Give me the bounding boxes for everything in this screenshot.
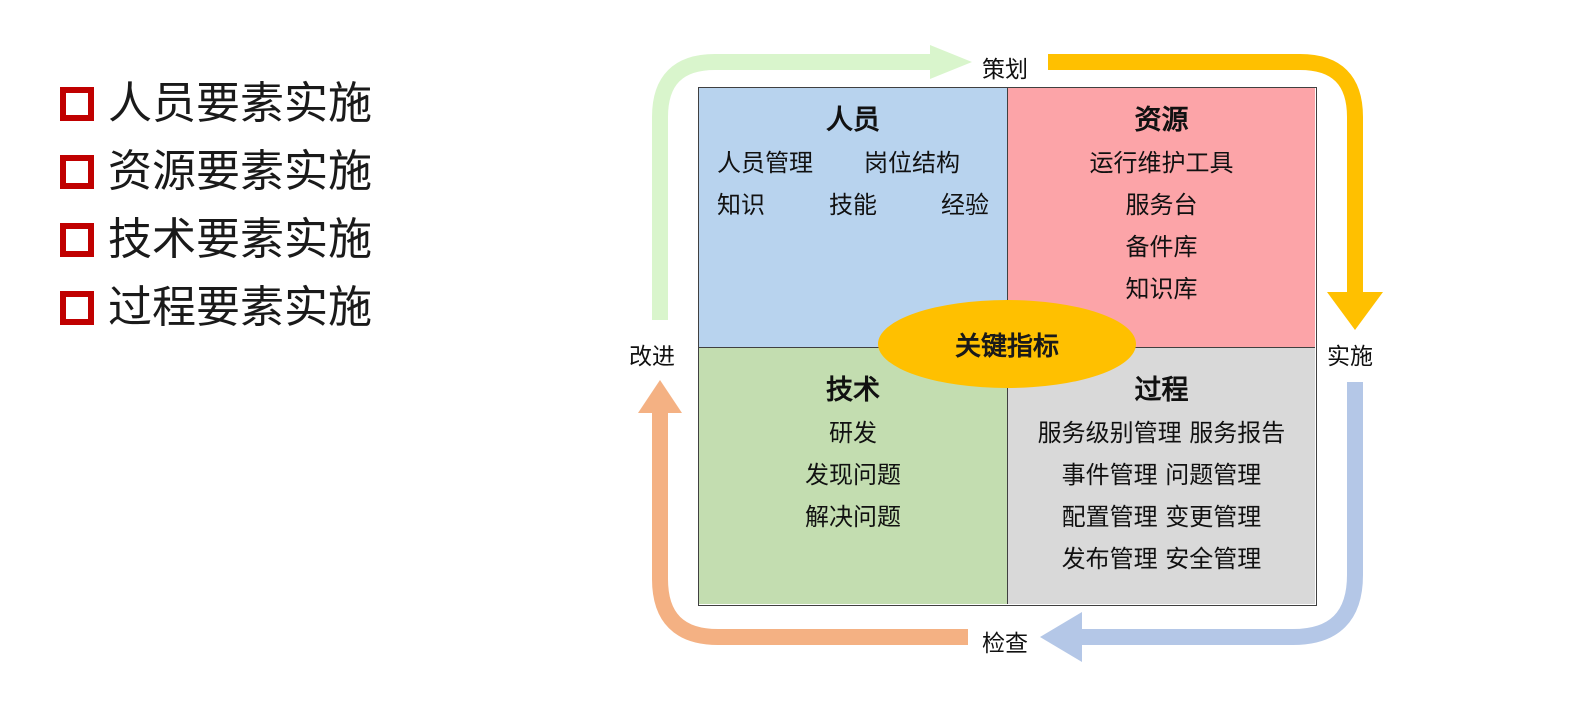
quadrant-title: 资源 bbox=[1134, 105, 1189, 136]
do-arrow-head bbox=[1040, 612, 1082, 662]
bullet-item: 资源要素实施 bbox=[60, 138, 372, 206]
bullet-item: 人员要素实施 bbox=[60, 70, 372, 138]
stage-check-label: 检查 bbox=[982, 631, 1028, 657]
bullet-item: 技术要素实施 bbox=[60, 206, 372, 274]
quadrant-item: 研发 bbox=[829, 419, 877, 447]
quadrant-item: 运行维护工具 bbox=[1089, 149, 1234, 177]
key-indicator-label: 关键指标 bbox=[954, 331, 1059, 362]
square-bullet-icon bbox=[60, 87, 94, 121]
square-bullet-icon bbox=[60, 155, 94, 189]
quadrant-title: 技术 bbox=[826, 375, 880, 406]
process-quadrant: 过程 服务级别管理 服务报告 事件管理 问题管理 配置管理 变更管理 发布管理 … bbox=[1008, 348, 1315, 604]
quadrant-row: 人员管理 岗位结构 bbox=[699, 142, 1007, 184]
quadrant-item: 发现问题 bbox=[805, 461, 901, 489]
quadrant-item: 发布管理 安全管理 bbox=[1061, 545, 1262, 573]
stage-act-label: 改进 bbox=[629, 344, 675, 370]
quadrant-item: 知识库 bbox=[1125, 275, 1198, 303]
bullet-item: 过程要素实施 bbox=[60, 274, 372, 342]
quadrant-item: 配置管理 变更管理 bbox=[1061, 503, 1262, 531]
quadrant-item: 备件库 bbox=[1125, 233, 1198, 261]
bullet-label: 资源要素实施 bbox=[108, 146, 372, 197]
act-arrow-head bbox=[930, 45, 972, 79]
stage-plan-label: 策划 bbox=[982, 57, 1028, 83]
check-arrow-head bbox=[638, 380, 682, 413]
square-bullet-icon bbox=[60, 223, 94, 257]
stage-do-label: 实施 bbox=[1327, 344, 1373, 370]
quadrant-title: 过程 bbox=[1134, 375, 1189, 406]
people-quadrant: 人员 人员管理 岗位结构 知识 技能 经验 bbox=[699, 88, 1008, 348]
key-indicator-ellipse: 关键指标 bbox=[878, 300, 1136, 388]
quadrant-row: 知识 技能 经验 bbox=[699, 184, 1007, 226]
quadrant-title: 人员 bbox=[826, 105, 880, 136]
bullet-label: 人员要素实施 bbox=[108, 78, 372, 129]
bullet-list: 人员要素实施 资源要素实施 技术要素实施 过程要素实施 bbox=[60, 70, 372, 342]
bullet-label: 过程要素实施 bbox=[108, 282, 372, 333]
square-bullet-icon bbox=[60, 291, 94, 325]
plan-arrow-head bbox=[1327, 292, 1383, 330]
quadrant-item: 人员管理 bbox=[717, 149, 813, 177]
bullet-label: 技术要素实施 bbox=[108, 214, 372, 265]
quadrant-item: 解决问题 bbox=[805, 503, 901, 531]
quadrant-item: 知识 bbox=[717, 191, 765, 219]
quadrant-item: 服务台 bbox=[1125, 191, 1198, 219]
quadrant-item: 技能 bbox=[829, 191, 877, 219]
quadrant-item: 服务级别管理 服务报告 bbox=[1037, 419, 1286, 447]
check-arrow bbox=[652, 410, 968, 645]
technology-quadrant: 技术 研发 发现问题 解决问题 bbox=[699, 348, 1008, 604]
act-arrow bbox=[652, 54, 935, 320]
quadrant-item: 经验 bbox=[941, 191, 990, 219]
do-arrow bbox=[1075, 382, 1363, 645]
plan-arrow bbox=[1048, 54, 1363, 295]
quadrant-item: 事件管理 问题管理 bbox=[1061, 461, 1262, 489]
quadrant-item: 岗位结构 bbox=[864, 149, 960, 177]
